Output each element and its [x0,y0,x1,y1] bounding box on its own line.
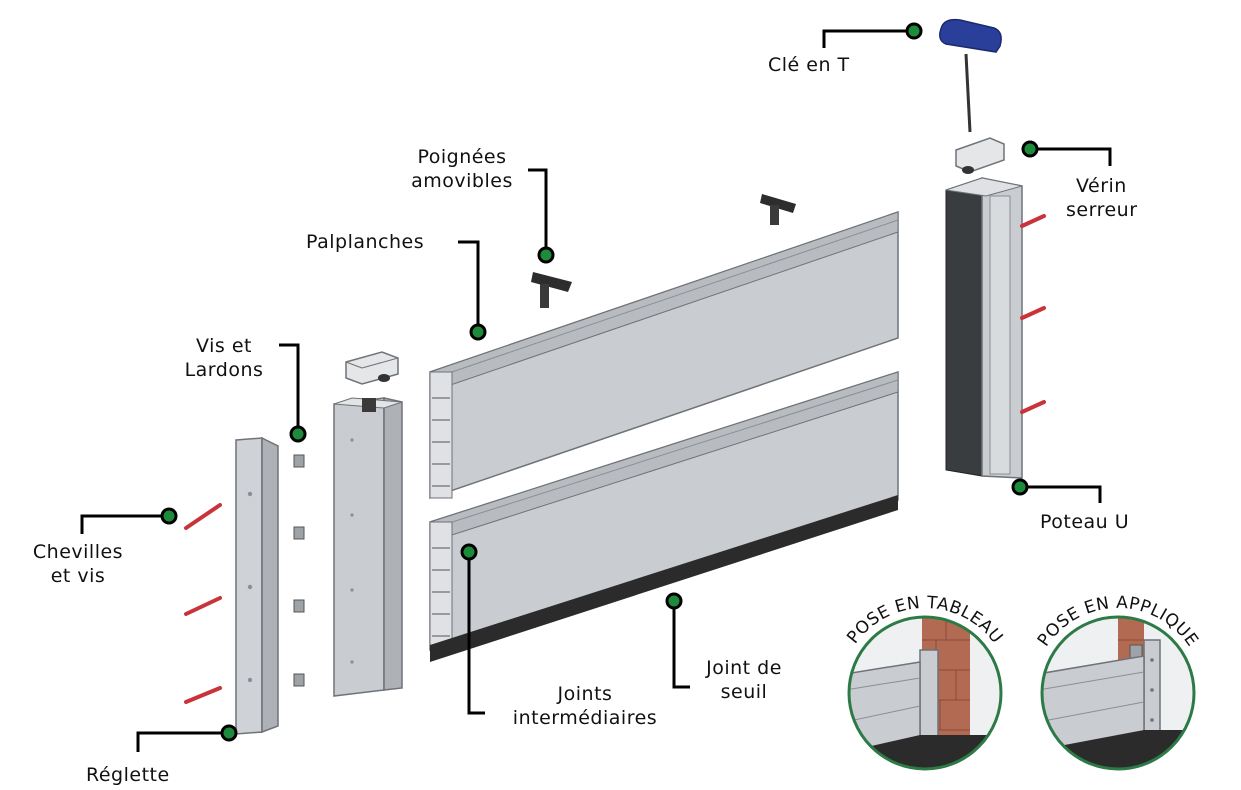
label-joint-seuil-line2: seuil [720,681,768,703]
label-vis-line1: Vis et [196,335,252,357]
marker-vis [289,425,307,443]
post-u-right [945,177,1023,479]
label-poignees-line2: amovibles [411,170,513,192]
marker-palplanches [469,323,487,341]
label-cle-en-t: Clé en T [768,54,850,76]
screws-lardons [293,454,305,687]
label-palplanches: Palplanches [306,231,425,253]
palplanche-upper [429,210,899,500]
label-joints-intermediaires: Joints intermédiaires [492,682,678,730]
inset-pose-tableau: POSE EN TABLEAU [843,593,1006,771]
anchor-pins-left [184,503,222,704]
handle-left [531,272,572,308]
marker-poteau [1011,478,1029,496]
marker-chevilles [160,507,178,525]
label-joint-seuil-line1: Joint de [706,657,782,679]
label-chevilles-et-vis: Chevilles et vis [18,540,138,588]
t-key-part [939,18,1002,133]
marker-poignees [537,246,555,264]
inset-pose-applique: POSE EN APPLIQUE [1034,593,1202,771]
palplanche-lower [429,370,899,662]
label-reglette: Réglette [86,764,170,786]
leader-lines [80,29,1112,752]
label-vis-line2: Lardons [184,359,264,381]
label-joints-int-line1: Joints [557,683,613,705]
post-left [333,397,403,697]
label-poteau-u: Poteau U [1040,511,1130,533]
marker-joints-int [460,543,478,561]
anchor-pins-right [1020,214,1046,414]
label-joints-int-line2: intermédiaires [512,707,658,729]
label-joint-de-seuil: Joint de seuil [694,656,794,704]
marker-joint-seuil [665,592,683,610]
handle-right [760,194,796,225]
label-verin-serreur: Vérin serreur [1066,174,1138,222]
marker-dots [160,22,1039,742]
label-chevilles-line1: Chevilles [32,541,124,563]
label-poignees-line1: Poignées [417,146,507,168]
label-vis-et-lardons: Vis et Lardons [172,334,276,382]
verin-serreur-part [955,137,1005,174]
marker-verin [1021,140,1039,158]
label-verin-line1: Vérin [1076,175,1127,197]
marker-reglette [220,724,238,742]
label-chevilles-line2: et vis [50,565,106,587]
reglette-strip [235,436,279,735]
label-poignees-amovibles: Poignées amovibles [400,145,524,193]
marker-cle [905,22,923,40]
clamp-left [345,351,399,385]
label-verin-line2: serreur [1066,199,1138,221]
